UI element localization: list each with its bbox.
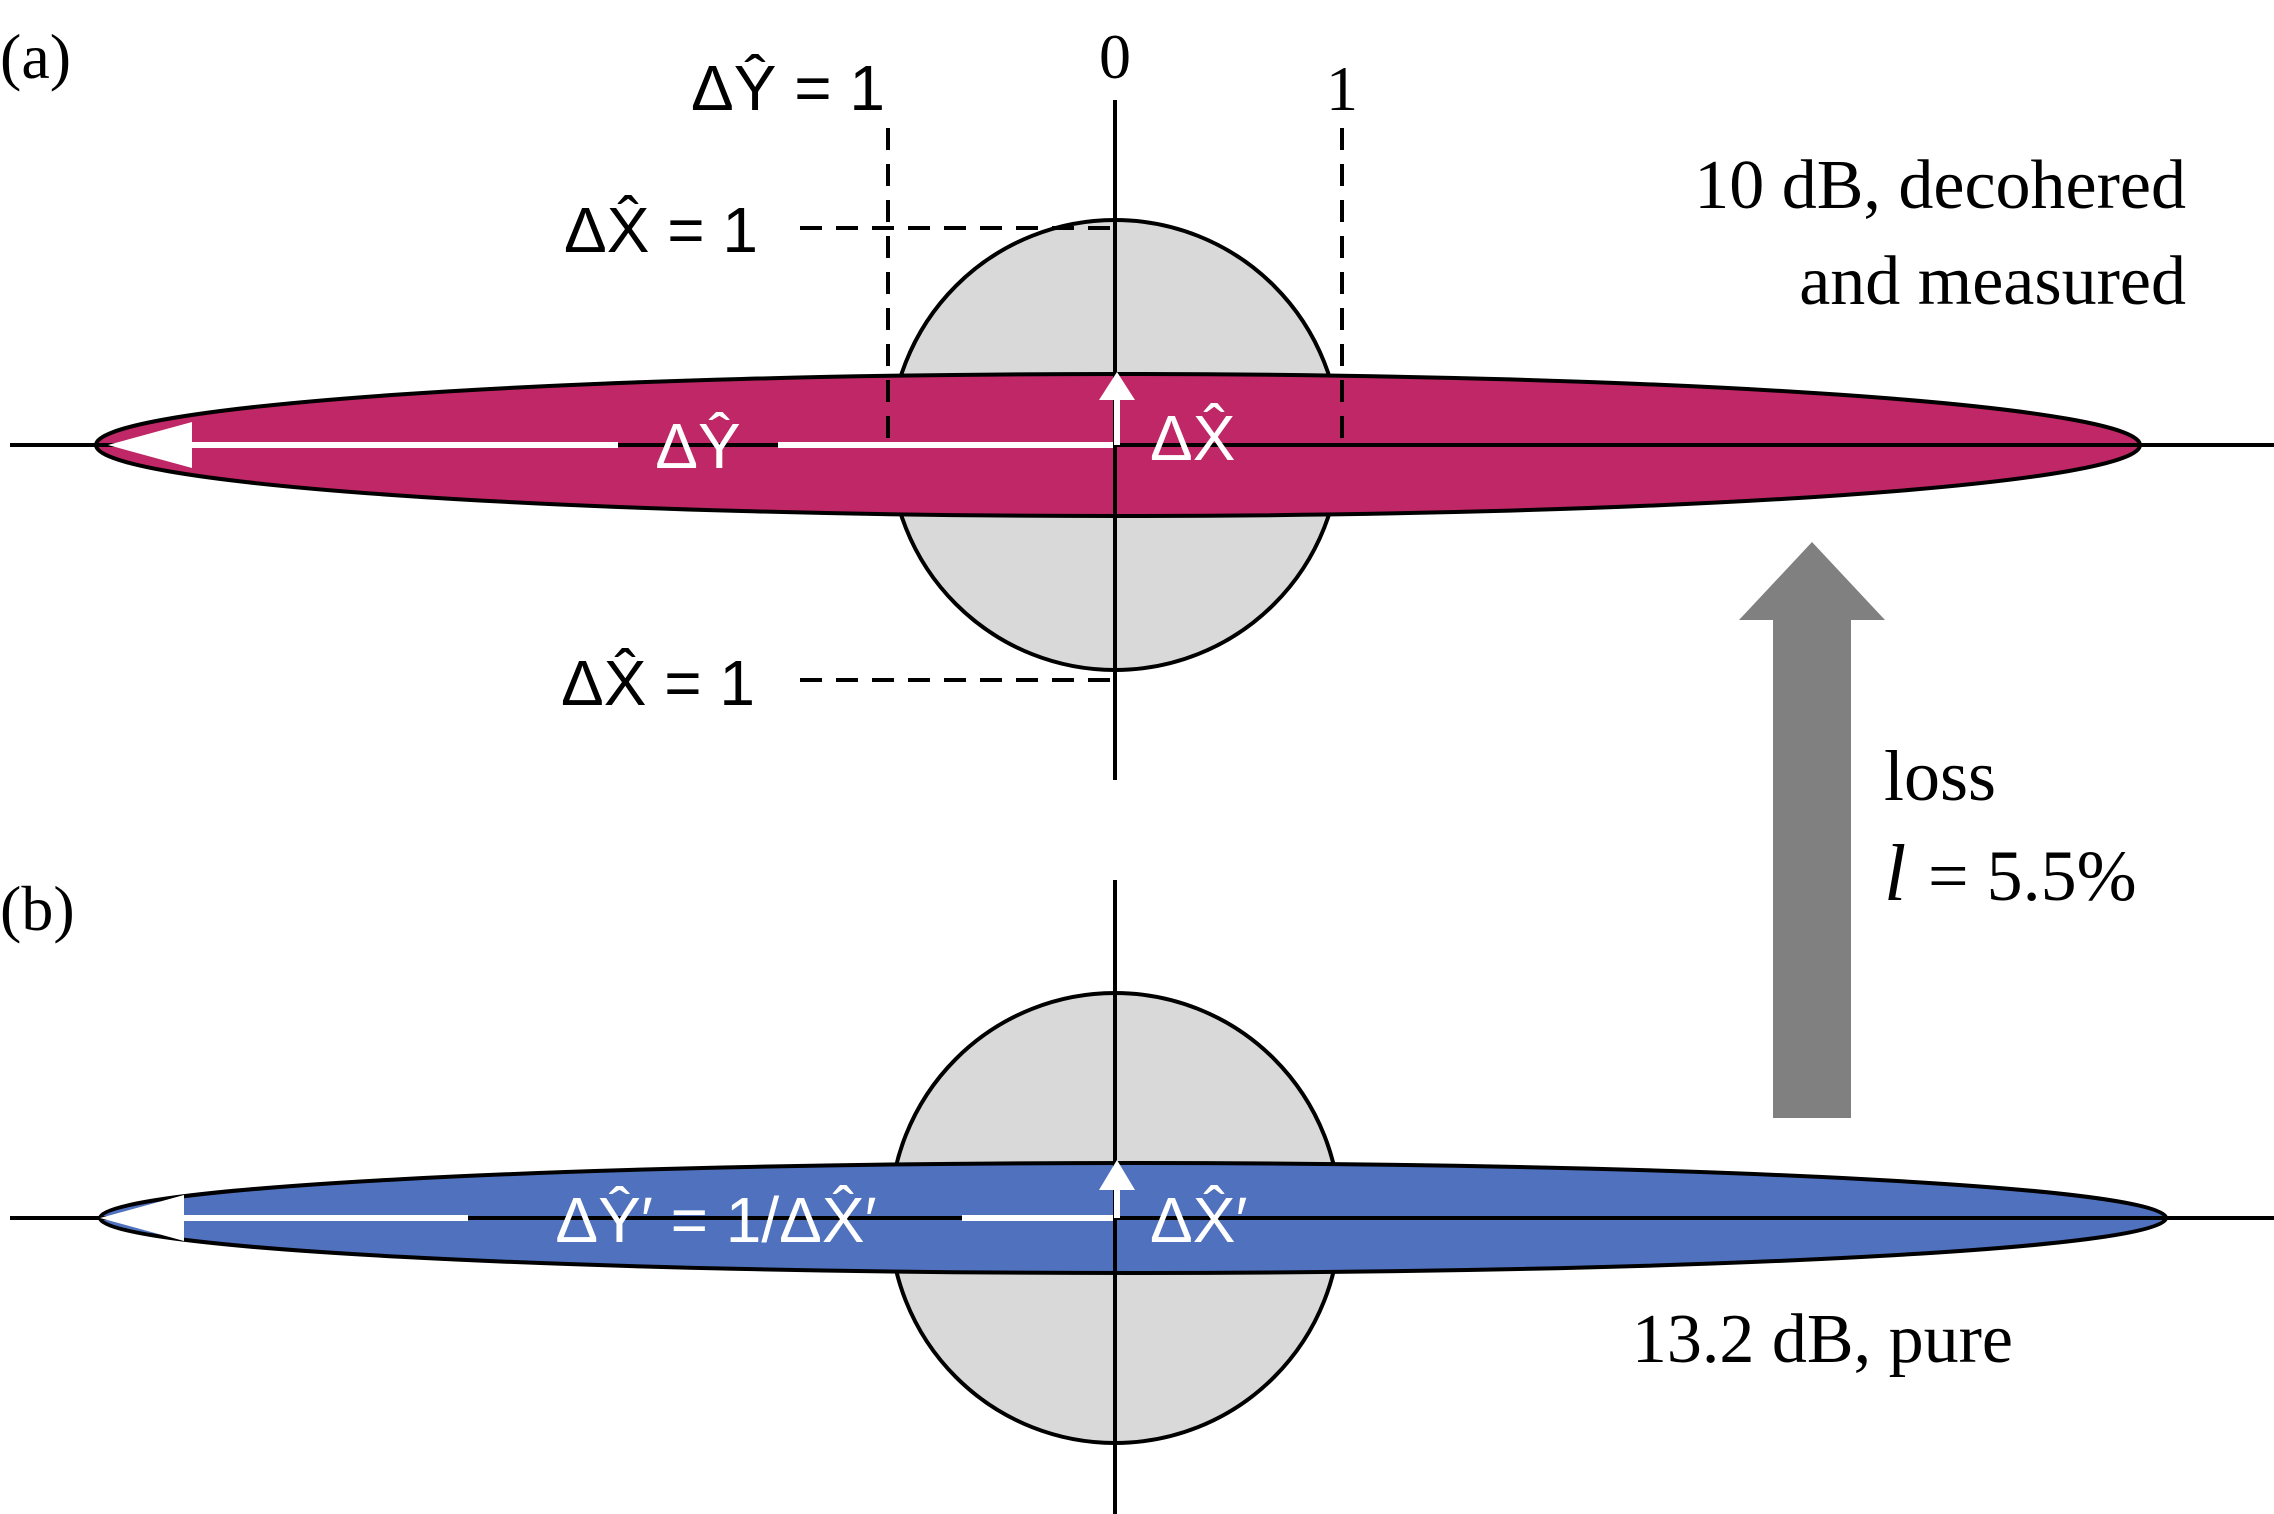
tick-zero: 0 <box>1099 21 1131 92</box>
panel-a: (a) 0 1 ΔŶ = 1 ΔX̂ = 1 ΔX̂ = 1 ΔŶ ΔX̂ 10… <box>0 21 2274 780</box>
loss-symbol: l <box>1884 830 1906 918</box>
dy-arrow-label-a: ΔŶ <box>655 410 740 482</box>
panel-label-a: (a) <box>0 21 71 92</box>
dy-arrow-label-b: ΔŶ′ = 1/ΔX̂′ <box>555 1184 876 1256</box>
dx-arrow-label-a: ΔX̂ <box>1150 402 1235 474</box>
dy-arrowhead-a <box>108 422 192 468</box>
dy-equals-one: ΔŶ = 1 <box>691 52 885 124</box>
loss-arrow <box>1739 542 1885 1118</box>
dx-equals-one-bottom: ΔX̂ = 1 <box>561 647 755 719</box>
dx-arrowhead-b <box>1099 1160 1135 1190</box>
loss-label: loss <box>1884 736 1996 816</box>
dx-equals-one-top: ΔX̂ = 1 <box>564 194 758 266</box>
dx-arrowhead-a <box>1099 372 1135 400</box>
panel-label-b: (b) <box>0 873 75 944</box>
panel-b: (b) ΔŶ′ = 1/ΔX̂′ ΔX̂′ 13.2 dB, pure <box>0 873 2274 1514</box>
caption-b: 13.2 dB, pure <box>1632 1301 2013 1378</box>
loss-arrow-group: loss l = 5.5% <box>1739 542 2137 1118</box>
tick-one: 1 <box>1326 53 1358 124</box>
dx-arrow-label-b: ΔX̂′ <box>1150 1184 1247 1256</box>
dy-arrowhead-b <box>100 1195 184 1241</box>
caption-a-line1: 10 dB, decohered <box>1694 147 2186 224</box>
caption-a-line2: and measured <box>1799 243 2186 320</box>
loss-value: = 5.5% <box>1928 836 2137 916</box>
